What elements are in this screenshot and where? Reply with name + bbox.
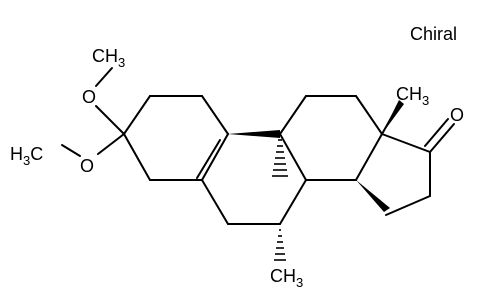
bond [123,95,151,135]
bond [97,133,125,155]
double-bond [201,133,229,181]
ketone-oxygen-label: O [450,105,464,125]
bond [279,179,307,225]
hash-bond [272,139,288,177]
bond [95,105,125,135]
bond [61,144,81,157]
hash-bond [274,229,286,261]
bond [355,95,383,135]
atom-labels: O CH3 H3C O CH3 O CH3 [10,46,464,290]
double-bond [424,118,449,147]
bond [355,133,383,181]
bonds [61,67,455,225]
wedge-bond [356,180,390,212]
wedge-bond [382,100,404,134]
wedge-bond [228,130,280,138]
methyl-label: CH3 [396,84,429,108]
methyl-label: H3C [10,144,43,168]
methyl-label: CH3 [92,46,125,70]
bond [385,195,431,216]
bond [381,133,431,153]
double-bond [196,139,221,179]
chiral-annotation: Chiral [410,24,457,44]
stereo-bonds [228,100,404,261]
bond [201,179,229,225]
bond [95,67,113,87]
double-bond [429,123,455,153]
methyl-label: CH3 [270,266,303,290]
bond [279,133,307,181]
bond [123,133,151,181]
bond [201,95,229,135]
oxygen-label: O [82,87,96,107]
bond [279,95,307,135]
oxygen-label: O [80,156,94,176]
